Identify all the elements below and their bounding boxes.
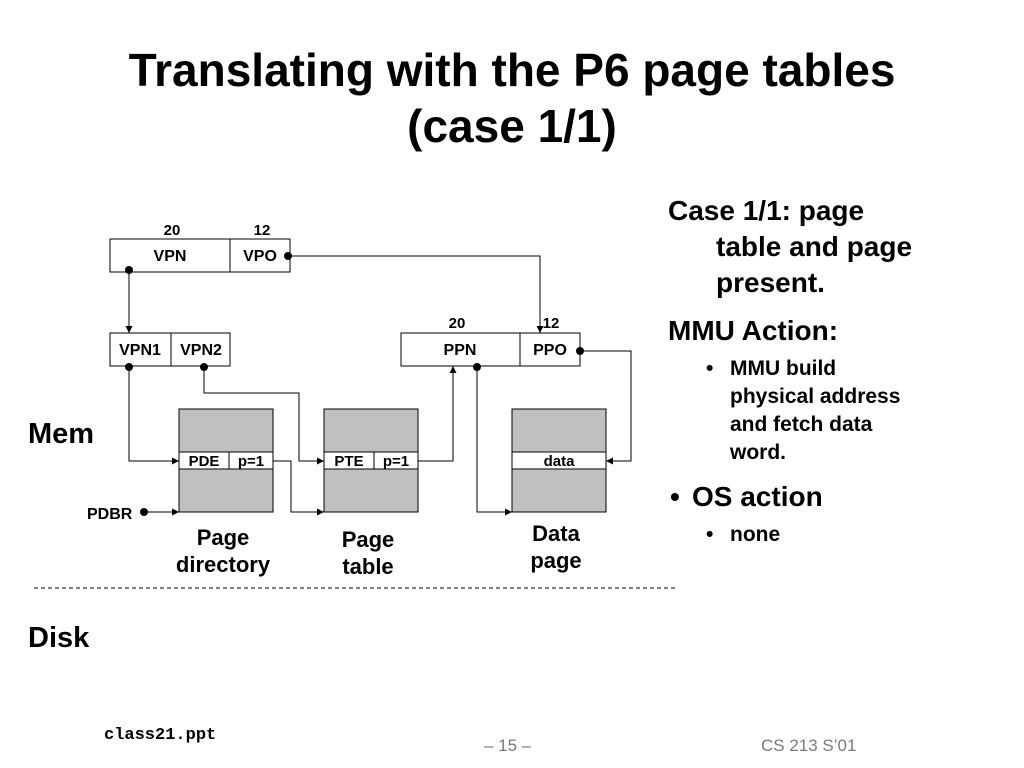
footer-course: CS 213 S’01 <box>761 736 857 755</box>
footer-filename: class21.ppt <box>104 726 217 745</box>
ppo-field: PPO <box>533 342 567 359</box>
pde-label: PDE <box>189 453 220 470</box>
page-directory-caption-1: Page <box>197 525 250 550</box>
slide-title-line2: (case 1/1) <box>407 100 617 152</box>
vpn-bit-count: 20 <box>164 222 181 239</box>
page-table-caption-2: table <box>342 554 393 579</box>
ppn-bit-count: 20 <box>449 315 466 332</box>
data-page-caption-2: page <box>530 548 581 573</box>
footer-page-number: – 15 – <box>484 736 532 755</box>
explanation-panel: Case 1/1: page table and page present. M… <box>668 193 988 549</box>
virtual-address-box <box>109 238 291 273</box>
page-table-caption-1: Page <box>342 527 395 552</box>
mmu-heading: MMU Action: <box>668 315 839 346</box>
vpo-field: VPO <box>243 248 277 265</box>
physical-address: 20 12 PPN PPO <box>400 315 581 367</box>
case-description: Case 1/1: page table and page present. <box>668 195 913 298</box>
vpn1-field: VPN1 <box>119 342 161 359</box>
slide-title-line1: Translating with the P6 page tables <box>128 44 896 96</box>
vpo-bit-count: 12 <box>254 222 271 239</box>
bullet-icon: • <box>706 523 714 546</box>
arrow-pte-to-ppn <box>418 366 457 462</box>
disk-label: Disk <box>28 622 90 654</box>
page-table: PTE p=1 Page table <box>323 408 419 579</box>
arrow-vpo-to-ppo <box>288 255 544 333</box>
virtual-address: 20 12 VPN VPO <box>109 222 291 273</box>
bullet-icon: • <box>706 357 714 380</box>
pte-present-bit: p=1 <box>383 453 409 470</box>
pde-present-bit: p=1 <box>238 453 264 470</box>
slide-title: Translating with the P6 page tables (cas… <box>0 42 1024 154</box>
mmu-action-item: • MMU build physical address and fetch d… <box>706 357 901 464</box>
arrow-vpn2-to-pte <box>203 367 324 465</box>
ppo-bit-count: 12 <box>543 315 560 332</box>
bullet-icon: • <box>670 481 680 512</box>
vpn-split-box <box>109 332 231 367</box>
os-action-item: • none <box>668 521 988 549</box>
connectors <box>125 255 632 516</box>
data-label: data <box>544 453 576 470</box>
ppn-field: PPN <box>444 342 477 359</box>
pte-label: PTE <box>334 453 363 470</box>
connector-dots <box>125 252 584 516</box>
data-page: data Data page <box>511 408 607 573</box>
arrow-vpn1-to-pde <box>128 367 179 465</box>
vpn-split: VPN1 VPN2 <box>109 332 231 367</box>
data-page-caption-1: Data <box>532 521 580 546</box>
arrow-ppn-to-data-page <box>476 367 512 516</box>
mem-label: Mem <box>28 418 94 450</box>
pdbr-label: PDBR <box>87 506 133 523</box>
arrow-pd-to-pt <box>273 460 324 516</box>
page-directory-caption-2: directory <box>176 552 271 577</box>
os-action-heading: • OS action <box>668 479 988 515</box>
arrow-ppo-to-data <box>580 350 632 465</box>
page-directory: PDE p=1 Page directory <box>176 408 274 577</box>
vpn-field: VPN <box>154 248 187 265</box>
vpn2-field: VPN2 <box>180 342 222 359</box>
